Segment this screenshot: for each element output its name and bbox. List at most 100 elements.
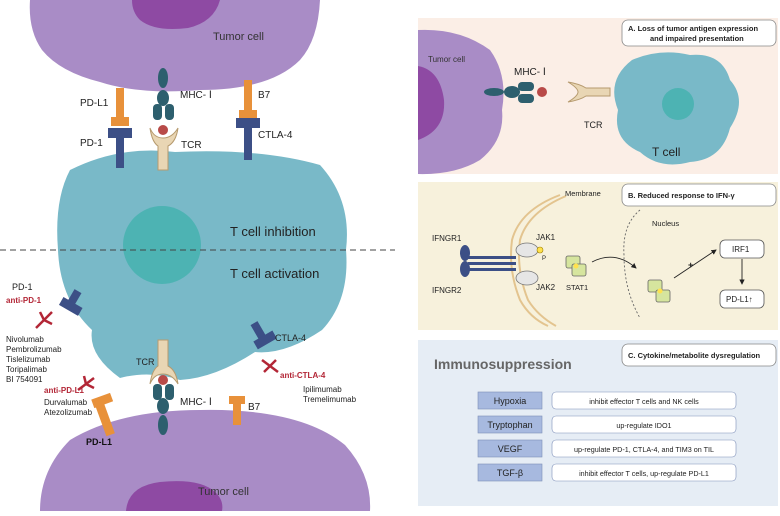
bottom-tumor-label: Tumor cell [198,486,249,498]
svg-text:Nivolumab: Nivolumab [6,335,44,344]
anti-pdl1-label: anti-PD-L1 [44,386,85,395]
panel-b-jak1 [515,242,539,258]
factor-label: VEGF [498,444,523,454]
factor-box [477,391,543,410]
anti-pdl1-drug-0: Durvalumab [44,398,88,407]
mhc-bottom-label: MHC- Ⅰ [180,397,212,408]
panel-c-title-box [621,343,777,367]
pd-1-mid [58,289,83,316]
panel-b-nucleus-border [623,209,641,319]
factor-box [477,463,543,482]
b7-top-label: B7 [258,90,271,101]
panel-a-t-nucleus [662,88,694,120]
b7-top-head [239,110,257,118]
pd-1-top-cup [108,128,132,138]
anti-pd1-label: anti-PD-1 [6,296,42,305]
effect-label: up-regulate PD-1, CTLA-4, and TIM3 on TI… [574,445,714,454]
pd-l1-bottom-label: PD-L1 [86,437,112,447]
panel-b-ifngr1-label: IFNGR1 [432,234,462,243]
anti-ctla4-antibody [261,359,279,373]
panel-a-title-box [621,19,777,47]
anti-pd1-antibody [35,311,53,329]
bottom-tumor-nucleus [126,481,223,511]
effect-label: inhibit effector T cells and NK cells [589,397,699,406]
t-cell-body [57,150,347,380]
effect-box [551,415,737,434]
panel-b-membrane [510,194,561,327]
pd-1-top-label: PD-1 [80,138,103,149]
panel-b-nucleus-label: Nucleus [652,219,679,228]
panel-a-t-cell-label: T cell [652,145,680,159]
panel-c-title: C. Cytokine/metabolite dysregulation [628,351,761,360]
panel-a-tumor-label: Tumor cell [428,55,465,64]
factor-box [477,415,543,434]
tcr-bottom [149,339,179,385]
panel-b-membrane-inner [518,195,567,327]
panel-a-tumor-nucleus [418,66,445,140]
anti-ctla4-drug-1: Tremelimumab [303,395,357,404]
panel-b-title-box [621,183,777,207]
tcr-bottom-label: TCR [136,357,155,367]
panel-b-p-label: P [542,256,546,262]
anti-pd1-drug-list: Nivolumab Pembrolizumab Tislelizumab Tor… [6,335,62,384]
left-diagram: Tumor cell T cell inhibition T cell acti… [0,0,395,511]
pd-1-top-stem [116,136,124,168]
effect-label: inhibit effector T cells, up-regulate PD… [579,469,709,478]
mhc-bottom [153,375,174,435]
anti-pdl1-antibody [77,375,95,391]
pd-l1-bottom [91,392,115,437]
mhc-top-label: MHC- Ⅰ [180,90,212,101]
tcr-top-label: TCR [181,140,202,151]
ctla4-top-cup [236,118,260,128]
t-cell-inhibition-label: T cell inhibition [230,224,316,239]
panel-c-heading: Immunosuppression [434,356,572,372]
pd-l1-top-head [111,117,129,126]
panel-b-jak2-label: JAK2 [536,283,556,292]
panel-b-stat1 [565,255,587,277]
tcr-top [149,127,179,171]
ctla4-mid [250,321,277,350]
panel-b-title: B. Reduced response to IFN-γ [628,191,736,200]
panel-b-stat1-dimer [647,279,671,303]
panel-a-tcr-label: TCR [584,120,603,130]
panel-b-arrow-irf1 [673,249,717,279]
top-tumor-label: Tumor cell [213,31,264,43]
panel-b-pdl1-box [719,289,765,309]
mhc-top [153,68,174,135]
panel-b-jak1-label: JAK1 [536,233,556,242]
top-tumor-cell [29,0,320,92]
panel-c: C. Cytokine/metabolite dysregulation Imm… [418,340,778,506]
panel-a-title-line1: A. Loss of tumor antigen expression [628,24,758,33]
panel-b-membrane-label: Membrane [565,189,601,198]
factor-label: Tryptophan [487,420,532,430]
b7-bottom-stem [233,403,241,425]
panel-b-jak2 [515,270,539,286]
panel-b-stat1-label: STAT1 [566,283,588,292]
ctla4-top-stem [244,126,252,160]
panel-b-arrow-stat [591,256,637,269]
pd-l1-top-stem [116,88,124,118]
top-tumor-nucleus [132,0,220,29]
ctla4-mid-label: CTLA-4 [275,333,306,343]
anti-ctla4-drug-0: Ipilimumab [303,385,342,394]
panel-a-tcr [567,81,611,103]
t-cell-nucleus [123,206,201,284]
bottom-tumor-cell [40,409,371,511]
b7-top-stem [244,80,252,110]
b7-bottom-head [229,396,245,404]
t-cell-activation-label: T cell activation [230,266,319,281]
svg-text:Pembrolizumab: Pembrolizumab [6,345,62,354]
panel-b-irf1-label: IRF1 [732,245,750,254]
panel-b-plus: + [688,260,693,270]
svg-text:Tislelizumab: Tislelizumab [6,355,51,364]
panel-b-pdl1-label: PD-L1↑ [726,295,753,304]
factor-label: TGF-β [497,468,523,478]
factor-box [477,439,543,458]
panel-a-mhc-label: MHC- Ⅰ [514,67,546,78]
effect-box [551,439,737,458]
panel-b-ifngr2-label: IFNGR2 [432,286,462,295]
svg-text:BI 754091: BI 754091 [6,375,43,384]
panel-b-ifngr [460,245,516,277]
